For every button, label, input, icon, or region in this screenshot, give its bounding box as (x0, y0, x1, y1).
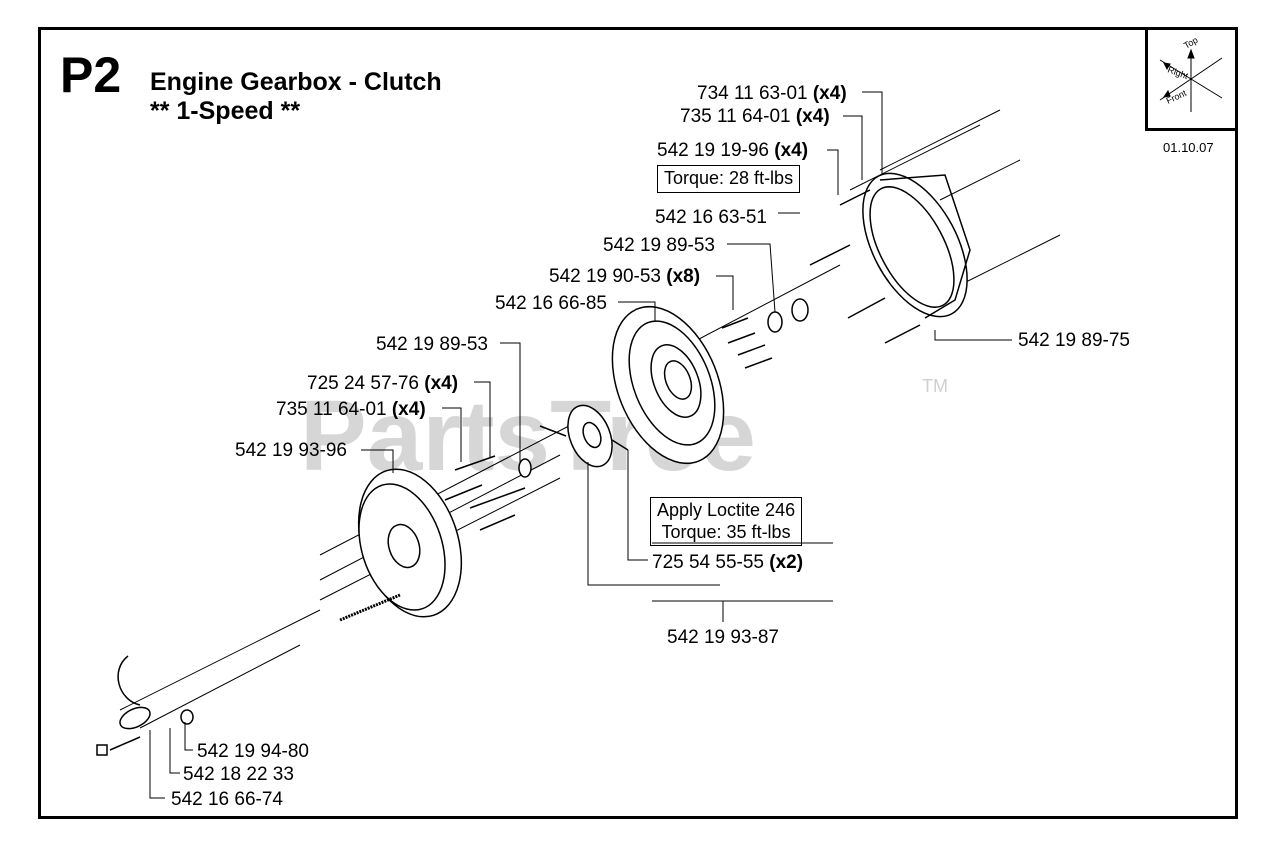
title-main: Engine Gearbox - Clutch (150, 68, 442, 96)
gearbox-housing (862, 172, 971, 319)
part-label[interactable]: 725 24 57-76 (x4) (307, 373, 459, 394)
part-label[interactable]: 542 19 89-53 (376, 334, 488, 355)
clutch-drum (611, 305, 725, 465)
part-label[interactable]: 734 11 63-01 (x4) (697, 83, 847, 104)
revision-date: 01.10.07 (1163, 140, 1214, 155)
page-code: P2 (60, 47, 122, 103)
orient-right-label: Right (1166, 64, 1190, 81)
part-label[interactable]: 542 19 93-96 (235, 440, 347, 461)
clutch-pulley (357, 468, 463, 618)
leader-lines (149, 91, 1012, 799)
part-label[interactable]: 735 11 64-01 (x4) (276, 399, 426, 420)
part-label[interactable]: 735 11 64-01 (x4) (680, 106, 830, 127)
part-label[interactable]: 542 19 93-87 (667, 627, 779, 648)
orientation-box (1145, 27, 1238, 131)
part-label[interactable]: 542 19 19-96 (x4) (657, 140, 809, 161)
clutch-hub (567, 404, 613, 468)
part-label[interactable]: 542 16 66-74 (171, 789, 283, 810)
cable-assembly (96, 593, 401, 756)
bolts (444, 189, 921, 531)
orientation-axes (1159, 48, 1223, 112)
title-sub: ** 1-Speed ** (150, 96, 301, 125)
watermark-tm: TM (922, 376, 948, 396)
part-label[interactable]: 542 19 94-80 (197, 741, 309, 762)
part-label[interactable]: 542 16 63-51 (655, 207, 767, 228)
loctite-line-2: Torque: 35 ft-lbs (661, 521, 791, 542)
page-title: Engine Gearbox - Clutch ** 1-Speed ** (150, 68, 442, 126)
part-label[interactable]: 542 19 89-75 (1018, 330, 1130, 351)
diagram-frame (38, 27, 1238, 819)
part-label[interactable]: 542 16 66-85 (495, 293, 607, 314)
part-label[interactable]: 542 18 22 33 (183, 764, 294, 785)
loctite-line-1: Apply Loctite 246 (657, 500, 796, 520)
part-label[interactable]: 542 19 89-53 (603, 235, 715, 256)
part-label[interactable]: 542 19 90-53 (x8) (549, 266, 701, 287)
part-label[interactable]: 725 54 55-55 (x2) (652, 552, 804, 573)
orient-top-label: Top (1182, 35, 1200, 51)
loctite-note: Apply Loctite 246 Torque: 35 ft-lbs (650, 497, 803, 547)
torque-note-28: Torque: 28 ft-lbs (657, 165, 801, 193)
